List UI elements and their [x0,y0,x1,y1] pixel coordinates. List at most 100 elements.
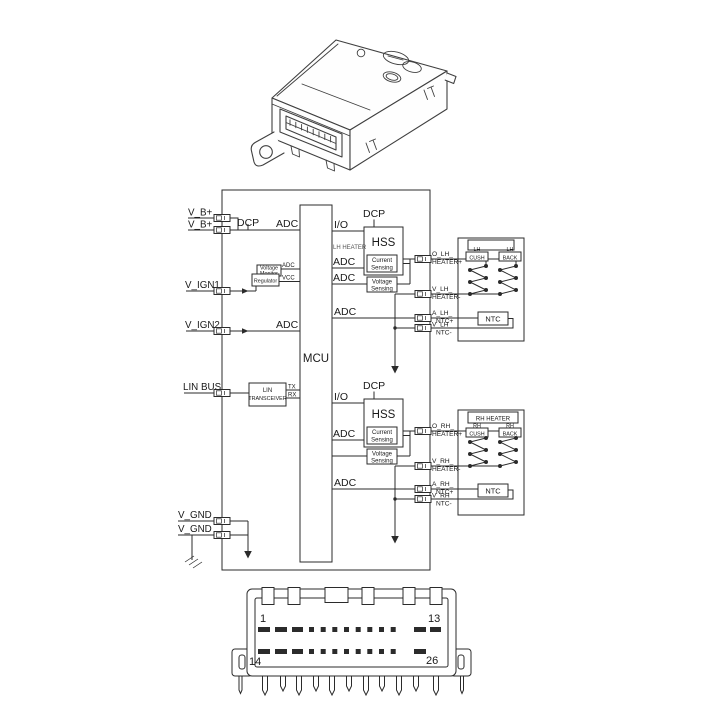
pin-symbol [213,327,231,335]
vign2-label: V_IGN2 [185,320,220,331]
v-lh-heater-line2: HEATER- [432,294,460,301]
pin-symbol [213,517,231,525]
rh-hss-label: HSS [372,409,396,421]
voltage-monitor-line1: Voltage [260,266,278,272]
adc-vb-label: ADC [276,218,299,230]
rh-junction-dot [393,497,397,501]
rh-pin-labels: O_RH_ HEATER+ V_RH_ HEATER- A_RH_ NTC+ V… [432,423,462,508]
vb-label-2: V_B+ [188,220,213,231]
lh-hss-label: HSS [372,237,396,249]
mcu-label: MCU [303,353,329,365]
pin-symbol [414,495,432,503]
rh-current-sensing-line1: Current [372,430,392,436]
module-right-face [349,70,448,171]
rh-heater-mats [468,437,518,467]
rh-voltage-sensing-line2: Sensing [371,459,393,465]
module-top-step [301,83,371,111]
rh-adc-current-label: ADC [333,428,356,440]
dcp-label-top: DCP [237,217,259,229]
connector-drawing: 1 13 14 26 [231,587,472,697]
vign1-label: V_IGN1 [185,280,220,291]
a-rh-ntc-line1: A_RH_ [432,481,454,488]
heater-control-module-illustration [250,39,457,172]
pin-symbol [414,427,432,435]
o-lh-heater-line2: HEATER+ [432,259,462,266]
pin-symbol [414,314,432,322]
lh-voltage-sensing-line2: Sensing [371,287,393,293]
lh-current-sensing-line1: Current [372,258,392,264]
pin-symbol [414,290,432,298]
vb-label-1: V_B+ [188,208,213,219]
ign2-arrow [242,328,249,334]
rh-assembly-header: RH HEATER [476,417,511,423]
arrows-and-junctions [184,288,399,569]
lh-assembly-box [457,237,525,342]
o-rh-heater-line1: O_RH_ [432,423,454,430]
a-rh-ntc-line2: NTC+ [436,489,454,496]
connector-key-notches [261,587,443,605]
adc-monitor-label: ADC [282,263,295,269]
lh-junction-dot [393,326,397,330]
lh-mat-dots [468,264,518,296]
lh-back-label: BACK [503,256,518,262]
rh-ntc-block [477,483,509,498]
rh-cush-label: CUSH [469,432,484,438]
lin-transceiver-line2: TRANSCEIVER [248,396,286,402]
rh-cush-prefix: RH [473,424,481,430]
connector-right-ear-slot [457,654,465,670]
module-label-line [387,55,404,61]
connector-pin14-number: 14 [249,656,261,668]
connector-pin1-number: 1 [260,613,266,625]
lh-ntc-label: NTC [485,315,501,324]
module-brand-oval [382,71,402,83]
connector-pin13-number: 13 [428,613,440,625]
module-round-mark [356,48,366,58]
rh-adc-ntc-label: ADC [334,477,357,489]
lh-voltage-sensing-line1: Voltage [372,280,393,286]
mcu-block [299,204,333,563]
lh-heater-assembly: LH LH CUSH BACK NTC [457,237,525,342]
module-connector-midline [285,122,337,144]
rh-ntc-label: NTC [485,487,501,496]
v-rh-heater-line2: HEATER- [432,466,460,473]
pin-symbol [213,226,231,234]
lh-current-sensing-block [366,254,398,273]
pin-symbol [414,255,432,263]
lh-adc-ntc-label: ADC [334,306,357,318]
pin-symbol [213,531,231,539]
lh-io-label: I/O [334,219,348,231]
regulator-block [251,273,280,287]
gnd-arrow [244,551,252,559]
v-lh-heater-line1: V_LH_ [432,286,452,293]
lh-heater-mats [468,261,518,295]
v-rh-ntc-line1: V_RH_ [432,493,454,500]
module-foot-2 [325,159,335,172]
adc-vign2-label: ADC [276,319,299,331]
pin-symbol [213,287,231,295]
lh-heater-tag: LH HEATER [333,245,367,251]
tx-label: TX [288,385,296,391]
pin-symbol [414,462,432,470]
module-clip-upper [423,85,435,100]
connector-contacts-top-row [258,627,441,632]
vcc-label: VCC [282,276,295,282]
rh-io-label: I/O [334,391,348,403]
regulator-label: Regulator [254,279,278,285]
lh-adc-voltage-label: ADC [333,272,356,284]
vgnd-label-2: V_GND [178,524,212,535]
v-lh-ntc-line2: NTC- [436,330,452,337]
v-rh-ntc-line2: NTC- [436,501,452,508]
pin-symbol [213,214,231,222]
connector-inner-cavity [254,597,449,668]
rh-current-sensing-line2: Sensing [371,438,393,444]
rh-cush-box [465,427,489,438]
rh-assembly-box [457,409,525,516]
lin-transceiver-block [248,382,287,407]
lh-dcp-label: DCP [363,208,385,220]
vgnd-label-1: V_GND [178,510,212,521]
ign1-arrow [242,288,249,294]
rh-dcp-label: DCP [363,380,385,392]
lh-back-box [498,251,522,262]
module-connector-pins [289,119,332,143]
